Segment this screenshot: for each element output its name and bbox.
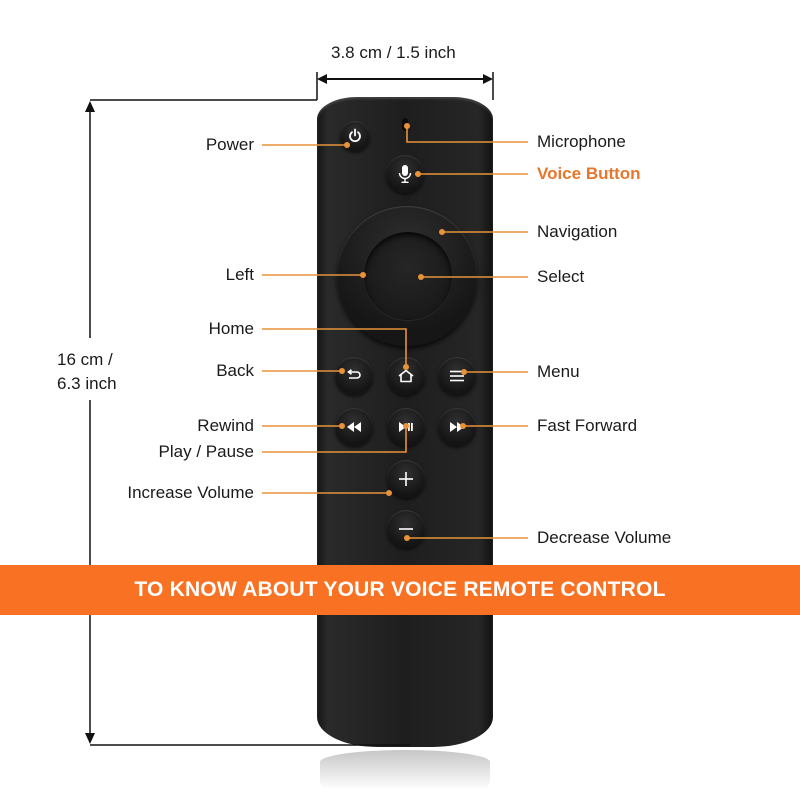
callout-play-pause: Play / Pause (158, 442, 254, 461)
menu-icon (450, 370, 464, 382)
power-icon (349, 128, 361, 143)
info-banner: TO KNOW ABOUT YOUR VOICE REMOTE CONTROL (0, 565, 800, 615)
banner-text: TO KNOW ABOUT YOUR VOICE REMOTE CONTROL (134, 578, 666, 601)
minus-icon (399, 528, 413, 530)
width-dimension-label: 3.8 cm / 1.5 inch (331, 43, 456, 62)
menu-button[interactable] (438, 357, 476, 395)
callout-decrease-volume: Decrease Volume (537, 528, 672, 547)
rewind-button[interactable] (335, 408, 373, 446)
fast-forward-button[interactable] (438, 408, 476, 446)
microphone-icon (398, 165, 412, 183)
power-button[interactable] (340, 121, 370, 151)
callout-voice-button: Voice Button (537, 164, 641, 183)
callout-navigation: Navigation (537, 222, 618, 241)
play-pause-button[interactable] (387, 408, 425, 446)
callout-menu: Menu (537, 362, 580, 381)
callout-rewind: Rewind (197, 416, 254, 435)
plus-icon (399, 472, 413, 486)
height-dimension-label-line2: 6.3 inch (57, 374, 117, 393)
microphone-hole (402, 118, 408, 131)
rewind-icon (347, 422, 361, 432)
back-arrow-icon (347, 369, 361, 379)
callout-back: Back (216, 361, 254, 380)
volume-up-button[interactable] (387, 460, 425, 498)
select-button[interactable] (364, 232, 452, 320)
play-pause-icon (399, 422, 413, 432)
voice-button[interactable] (386, 155, 424, 193)
volume-down-button[interactable] (387, 510, 425, 548)
callout-select: Select (537, 267, 585, 286)
fast-forward-icon (450, 422, 464, 432)
remote-reflection (320, 750, 490, 790)
callout-left: Left (225, 265, 254, 284)
callout-microphone: Microphone (537, 132, 626, 151)
callout-power: Power (205, 135, 254, 154)
height-dimension-label-line1: 16 cm / (57, 350, 113, 369)
home-button[interactable] (387, 357, 425, 395)
callout-home: Home (208, 319, 254, 338)
home-icon (398, 369, 414, 383)
callout-increase-volume: Increase Volume (127, 483, 254, 502)
back-button[interactable] (335, 357, 373, 395)
callout-fast-forward: Fast Forward (537, 416, 638, 435)
